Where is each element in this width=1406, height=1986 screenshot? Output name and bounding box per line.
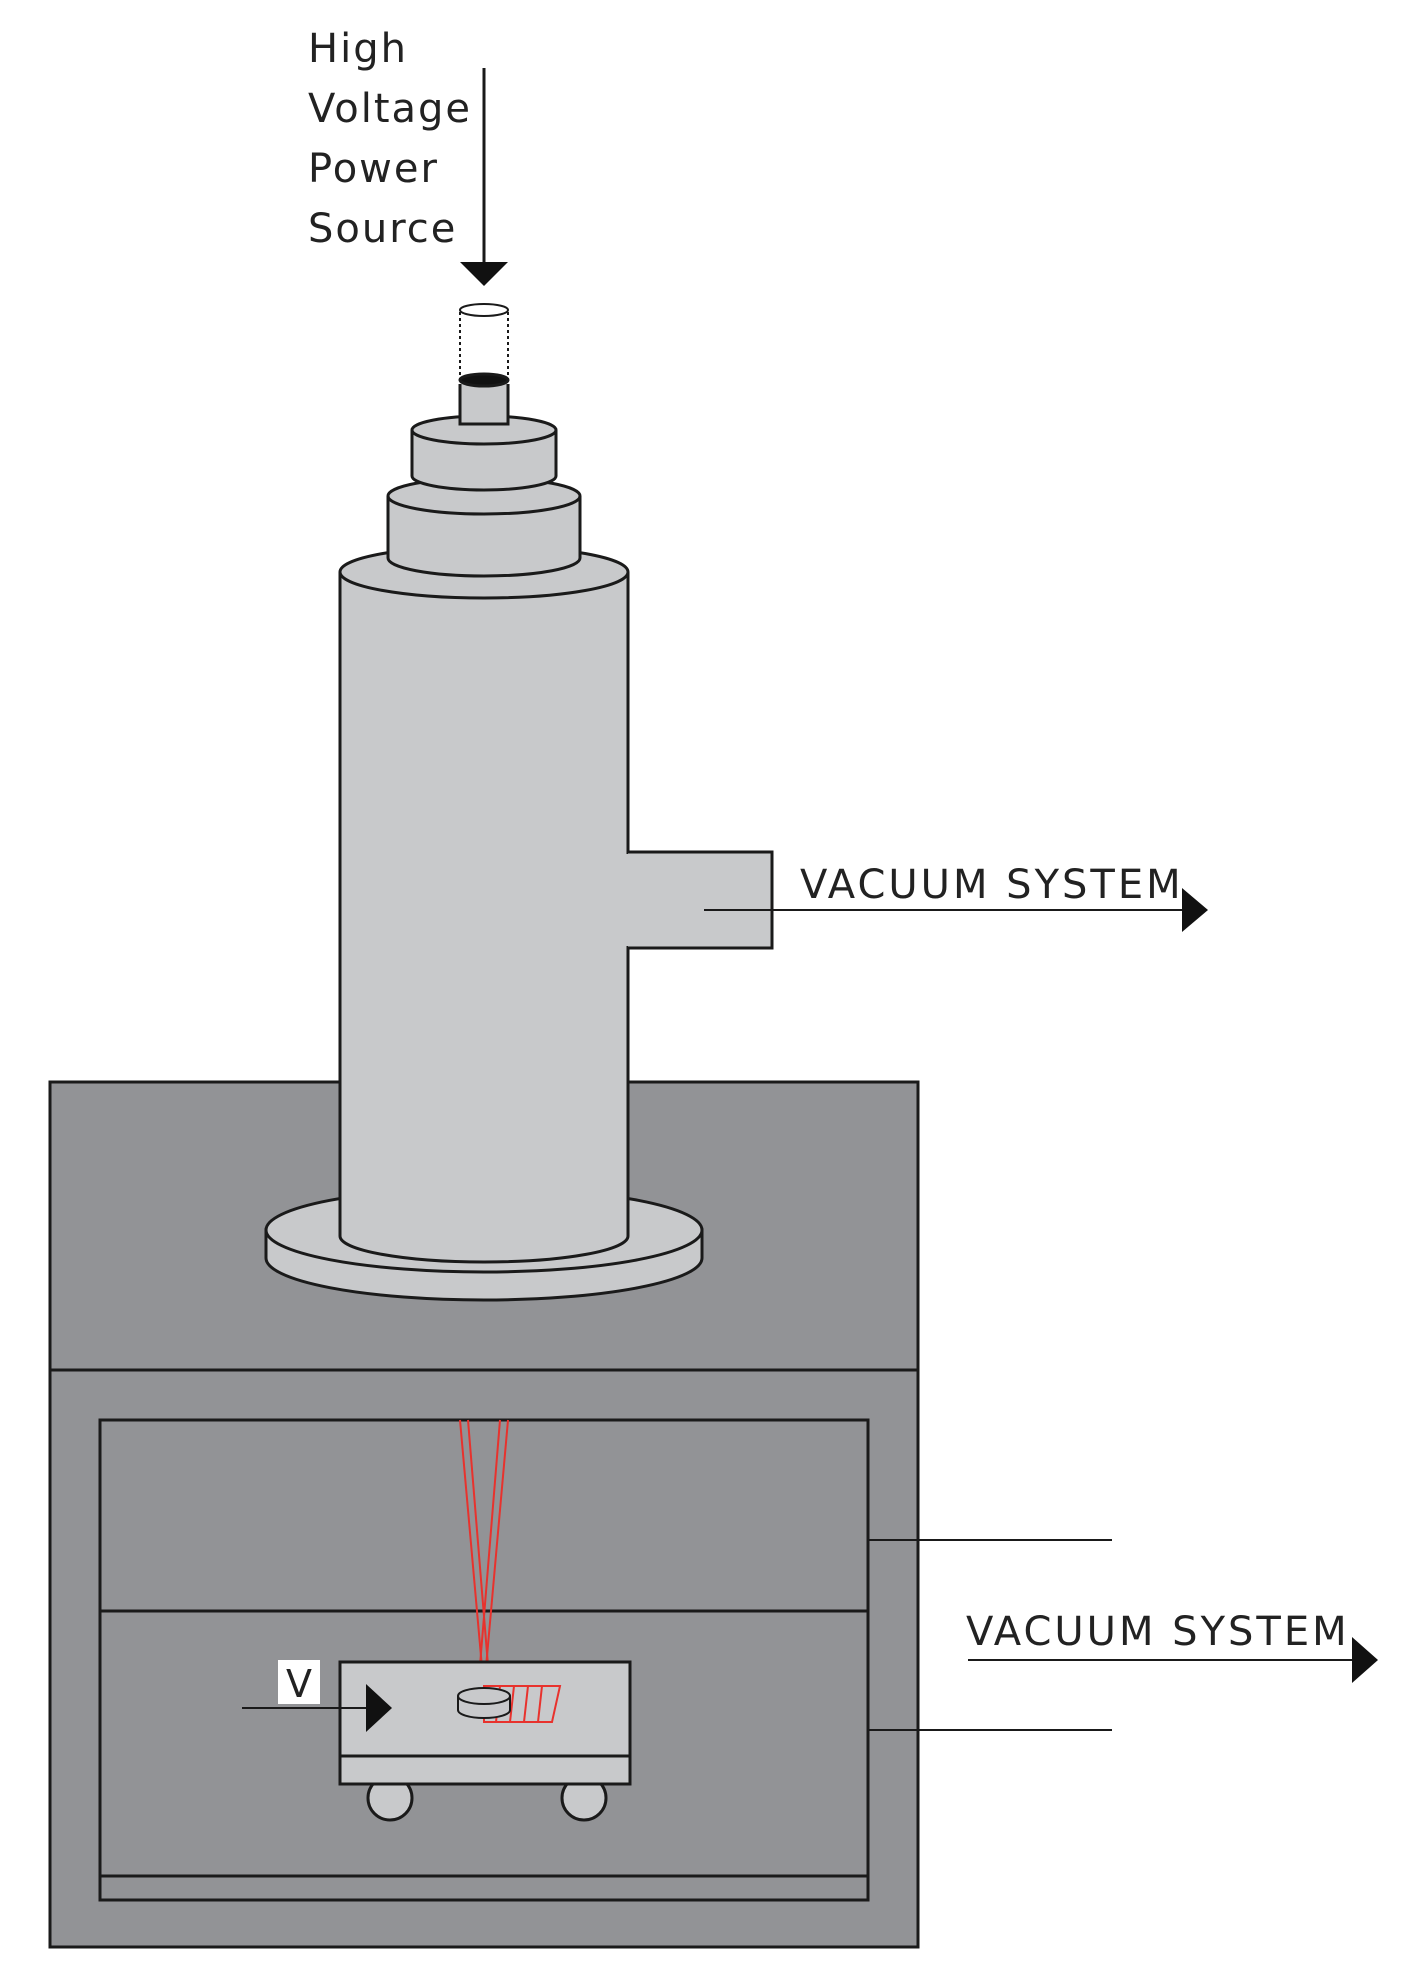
vacuum-lines-lower	[868, 1539, 1112, 1731]
power-source-arrow	[460, 68, 508, 286]
power-source-label: High Voltage Power Source	[308, 26, 487, 252]
stage-base	[338, 1754, 632, 1786]
voltage-tag-box	[278, 1660, 320, 1704]
column-upper-step	[386, 476, 582, 578]
vacuum-label-lower: VACUUM SYSTEM	[966, 1609, 1350, 1655]
vacuum-label-upper: VACUUM SYSTEM	[800, 862, 1184, 908]
voltage-arrow	[242, 1684, 392, 1732]
chamber-inner-box	[98, 1418, 870, 1902]
high-voltage-connector	[458, 303, 510, 426]
column-top-step	[410, 414, 558, 492]
vacuum-arrow-upper	[704, 888, 1208, 932]
voltage-tag-label: V	[286, 1662, 314, 1706]
electron-beam	[459, 1419, 509, 1691]
column-vacuum-port	[628, 850, 774, 950]
target-sample	[457, 1685, 562, 1723]
vacuum-arrow-lower	[968, 1637, 1378, 1683]
